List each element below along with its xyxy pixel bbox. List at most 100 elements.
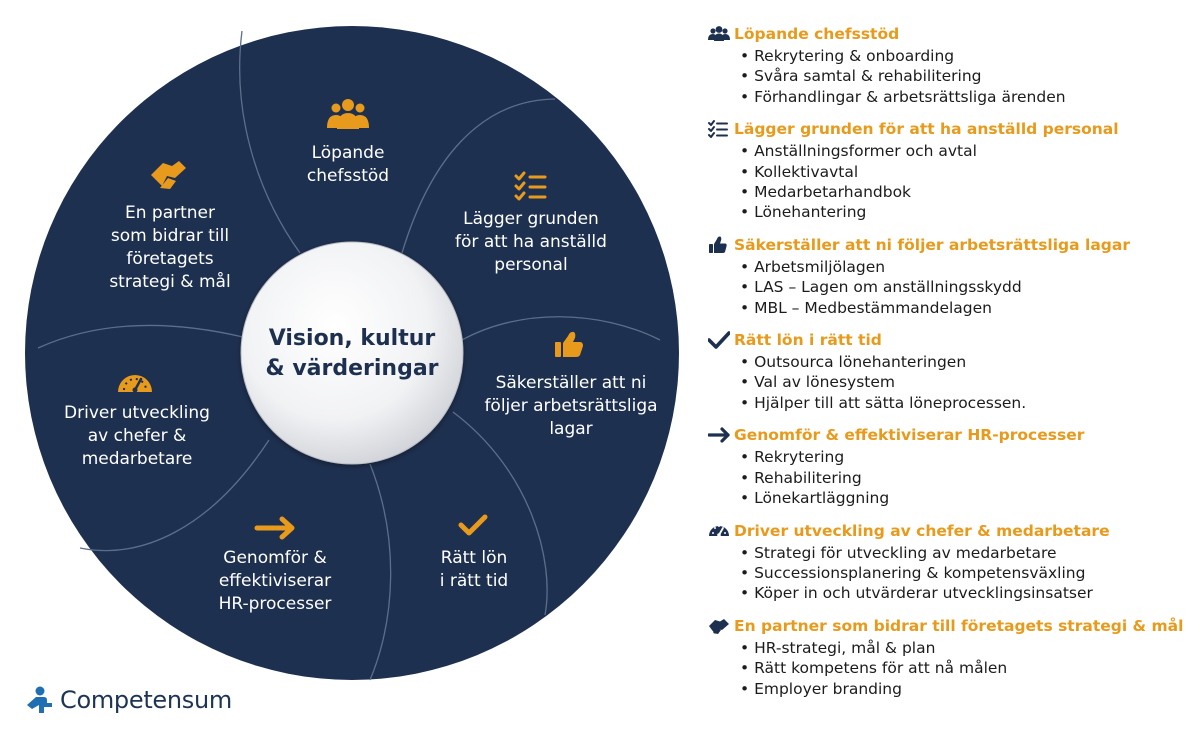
list-item: Outsourca lönehanteringen xyxy=(740,352,1194,372)
arrow-right-icon xyxy=(708,425,734,445)
thumbs-up-icon xyxy=(555,331,583,357)
segment-label-lon: Rätt lön i rätt tid xyxy=(440,548,508,591)
list-item: Kollektivavtal xyxy=(740,162,1194,182)
thumbs-up-icon xyxy=(708,235,734,255)
hub-line-1: Vision, kultur xyxy=(269,326,436,351)
service-section: Säkerställer att ni följer arbetsrättsli… xyxy=(708,233,1194,318)
segment-chefsstod-line-1: Löpande xyxy=(312,143,385,163)
checklist-icon xyxy=(514,171,547,201)
section-title: Rätt lön i rätt tid xyxy=(734,331,882,350)
segment-partner-line-2: som bidrar till xyxy=(111,226,229,246)
list-item: Köper in och utvärderar utvecklingsinsat… xyxy=(740,583,1194,603)
section-header: Löpande chefsstöd xyxy=(708,22,1194,46)
section-items: Outsourca lönehanteringenVal av lönesyst… xyxy=(708,352,1194,413)
section-header: Rätt lön i rätt tid xyxy=(708,328,1194,352)
segment-label-grunden: Lägger grunden för att ha anställd persona… xyxy=(455,209,607,275)
section-items: ArbetsmiljölagenLAS – Lagen om anställni… xyxy=(708,257,1194,318)
logo-text: Competensum xyxy=(60,686,233,714)
list-item: Lönekartläggning xyxy=(740,488,1194,508)
checklist-icon xyxy=(708,119,734,139)
list-item: Employer branding xyxy=(740,679,1194,699)
list-item: Rekrytering xyxy=(740,447,1194,467)
list-item: Rehabilitering xyxy=(740,468,1194,488)
gauge-icon xyxy=(708,521,734,541)
segment-utveckling-line-3: medarbetare xyxy=(82,449,193,469)
segment-lagar-line-3: lagar xyxy=(549,419,592,439)
service-section: Genomför & effektiviserar HR-processerRe… xyxy=(708,423,1194,508)
segment-chefsstod-line-2: chefsstöd xyxy=(307,166,389,186)
section-title: Genomför & effektiviserar HR-processer xyxy=(734,426,1085,445)
segment-processer-line-1: Genomför & xyxy=(223,548,326,568)
check-icon xyxy=(458,514,488,536)
hub-circle xyxy=(240,241,464,465)
segment-lon-line-2: i rätt tid xyxy=(440,571,508,591)
segment-label-lagar: Säkerställer att ni följer arbetsrättslig… xyxy=(484,373,657,439)
segment-grunden-line-1: Lägger grunden xyxy=(463,209,599,229)
segment-utveckling-line-2: av chefer & xyxy=(88,426,187,446)
users-icon xyxy=(327,99,369,129)
wheel-dividers xyxy=(37,30,661,681)
segment-lon-line-1: Rätt lön xyxy=(441,548,508,568)
section-items: Rekrytering & onboardingSvåra samtal & r… xyxy=(708,46,1194,107)
section-title: Driver utveckling av chefer & medarbetar… xyxy=(734,521,1110,540)
list-item: Lönehantering xyxy=(740,202,1194,222)
list-item: Strategi för utveckling av medarbetare xyxy=(740,543,1194,563)
section-title: Löpande chefsstöd xyxy=(734,25,900,43)
handshake-icon xyxy=(151,161,186,189)
list-item: Arbetsmiljölagen xyxy=(740,257,1194,277)
list-item: MBL – Medbestämmandelagen xyxy=(740,298,1194,318)
segment-partner-line-3: företagets xyxy=(126,249,213,269)
segment-lagar-line-2: följer arbetsrättsliga xyxy=(484,396,657,416)
section-header: Lägger grunden för att ha anställd perso… xyxy=(708,117,1194,141)
segment-partner-line-4: strategi & mål xyxy=(109,271,230,292)
segment-partner-line-1: En partner xyxy=(125,203,215,223)
list-item: Anställningsformer och avtal xyxy=(740,141,1194,161)
wheel-segment-labels: Löpande chefsstöd Lägger grunden för att h… xyxy=(64,143,658,614)
section-items: HR-strategi, mål & planRätt kompetens fö… xyxy=(708,638,1194,699)
service-section: Löpande chefsstödRekrytering & onboardin… xyxy=(708,22,1194,107)
list-item: LAS – Lagen om anställningsskydd xyxy=(740,277,1194,297)
section-title: Säkerställer att ni följer arbetsrättsli… xyxy=(734,235,1130,254)
handshake-icon xyxy=(708,616,734,636)
segment-grunden-line-2: för att ha anställd xyxy=(455,232,607,252)
section-items: RekryteringRehabiliteringLönekartläggnin… xyxy=(708,447,1194,508)
service-section: Driver utveckling av chefer & medarbetar… xyxy=(708,519,1194,604)
service-section: Rätt lön i rätt tidOutsourca lönehanteri… xyxy=(708,328,1194,413)
service-wheel: Löpande chefsstöd Lägger grunden för att h… xyxy=(25,26,679,681)
section-header: Driver utveckling av chefer & medarbetar… xyxy=(708,519,1194,543)
list-item: Svåra samtal & rehabilitering xyxy=(740,66,1194,86)
section-items: Anställningsformer och avtalKollektivavt… xyxy=(708,141,1194,223)
segment-utveckling-line-1: Driver utveckling xyxy=(64,403,210,423)
hub-line-2: & värderingar xyxy=(265,356,438,381)
section-header: En partner som bidrar till företagets st… xyxy=(708,614,1194,638)
segment-grunden-line-3: personal xyxy=(494,255,567,275)
competensum-logo: Competensum xyxy=(24,683,232,717)
list-item: Medarbetarhandbok xyxy=(740,182,1194,202)
list-item: Val av lönesystem xyxy=(740,372,1194,392)
services-list: Löpande chefsstödRekrytering & onboardin… xyxy=(708,22,1194,709)
segment-processer-line-2: effektiviserar xyxy=(219,571,331,591)
arrow-right-icon xyxy=(254,516,295,540)
list-item: HR-strategi, mål & plan xyxy=(740,638,1194,658)
list-item: Förhandlingar & arbetsrättsliga ärenden xyxy=(740,87,1194,107)
section-items: Strategi för utveckling av medarbetareSu… xyxy=(708,543,1194,604)
service-section: En partner som bidrar till företagets st… xyxy=(708,614,1194,699)
segment-label-chefsstod: Löpande chefsstöd xyxy=(307,143,389,186)
segment-processer-line-3: HR-processer xyxy=(219,594,332,614)
segment-lagar-line-1: Säkerställer att ni xyxy=(496,373,647,393)
section-title: En partner som bidrar till företagets st… xyxy=(734,616,1184,635)
section-title: Lägger grunden för att ha anställd perso… xyxy=(734,120,1119,139)
check-icon xyxy=(708,330,734,350)
segment-label-utveckling: Driver utveckling av chefer & medarbetare xyxy=(64,403,210,469)
list-item: Hjälper till att sätta löneprocessen. xyxy=(740,393,1194,413)
section-header: Genomför & effektiviserar HR-processer xyxy=(708,423,1194,447)
users-icon xyxy=(708,24,734,44)
gauge-icon xyxy=(118,375,152,393)
section-header: Säkerställer att ni följer arbetsrättsli… xyxy=(708,233,1194,257)
list-item: Rekrytering & onboarding xyxy=(740,46,1194,66)
list-item: Rätt kompetens för att nå målen xyxy=(740,658,1194,678)
person-logo-icon xyxy=(27,686,52,713)
list-item: Successionsplanering & kompetensväxling xyxy=(740,563,1194,583)
